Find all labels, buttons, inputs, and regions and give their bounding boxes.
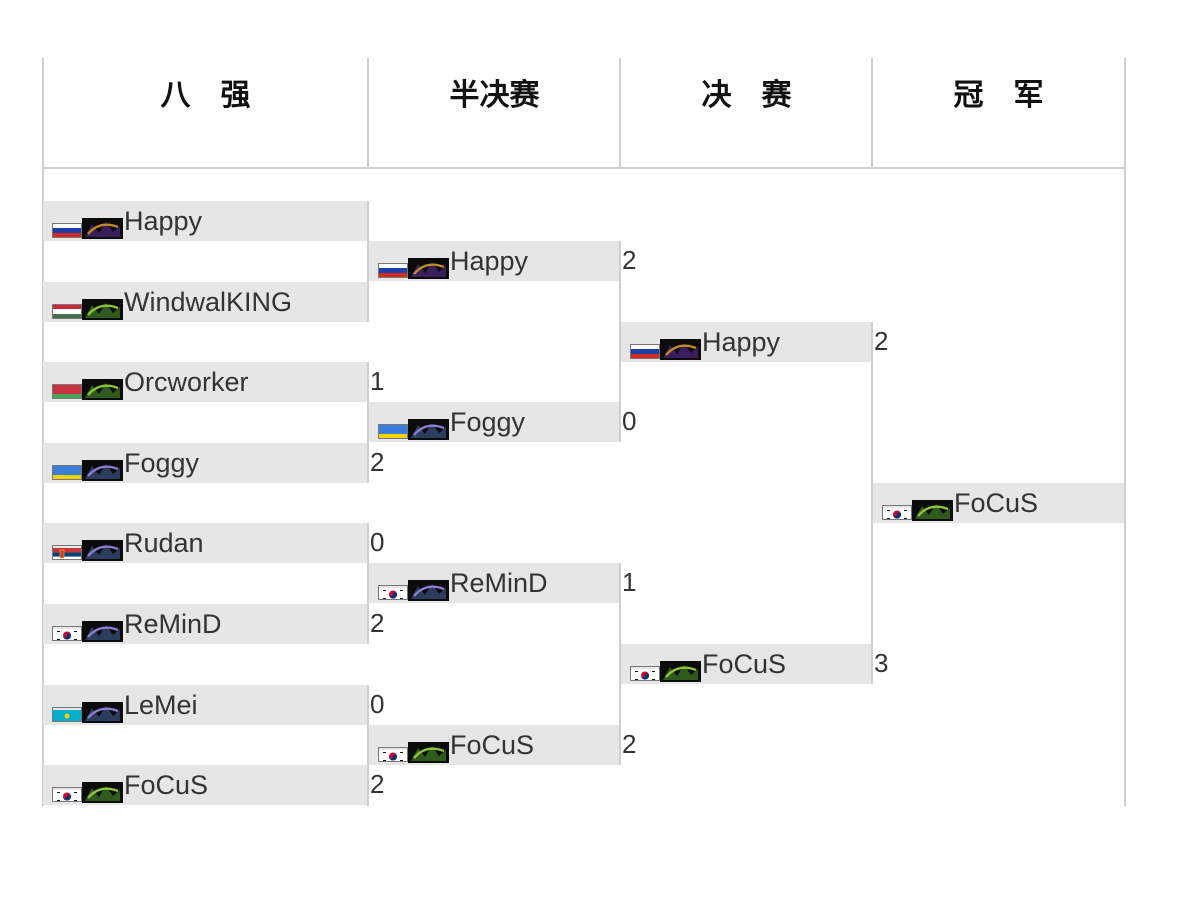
bracket-connector bbox=[367, 523, 369, 644]
orc-icon bbox=[660, 661, 701, 682]
player-name: FoCuS bbox=[954, 488, 1039, 518]
round-of-8-entry: Orcworker bbox=[43, 362, 368, 402]
undead-icon bbox=[660, 339, 701, 360]
match-score: 2 bbox=[622, 245, 637, 275]
champion-entry: FoCuS bbox=[873, 483, 1124, 523]
south-korea-flag bbox=[52, 626, 82, 641]
player-name: FoCuS bbox=[124, 770, 209, 800]
player-name: Happy bbox=[124, 206, 203, 236]
round-of-8-entry: ReMinD bbox=[43, 604, 368, 644]
undead-icon bbox=[82, 218, 123, 239]
russia-flag bbox=[630, 344, 660, 359]
kazakhstan-flag bbox=[52, 707, 82, 722]
south-korea-flag bbox=[52, 787, 82, 802]
match-score: 2 bbox=[370, 769, 385, 799]
south-korea-flag bbox=[630, 666, 660, 681]
header-final: 决 赛 bbox=[701, 78, 792, 113]
bracket-connector bbox=[619, 241, 621, 442]
bracket-connector bbox=[367, 201, 369, 322]
player-name: Foggy bbox=[124, 448, 200, 478]
night-elf-icon bbox=[408, 419, 449, 440]
bracket-connector bbox=[367, 685, 369, 806]
bracket-border-right bbox=[1124, 58, 1126, 806]
player-name: ReMinD bbox=[450, 568, 548, 598]
night-elf-icon bbox=[82, 540, 123, 561]
header-divider bbox=[619, 58, 621, 168]
header-bottom-rule bbox=[42, 167, 1126, 169]
belarus-flag bbox=[52, 384, 82, 399]
hungary-flag bbox=[52, 304, 82, 319]
match-score: 2 bbox=[370, 608, 385, 638]
orc-icon bbox=[82, 782, 123, 803]
player-name: WindwalKING bbox=[124, 287, 293, 317]
match-score: 0 bbox=[370, 527, 385, 557]
final-entry: Happy bbox=[621, 322, 872, 362]
player-name: FoCuS bbox=[702, 649, 787, 679]
bracket-border-left bbox=[42, 58, 44, 806]
night-elf-icon bbox=[82, 702, 123, 723]
russia-flag bbox=[378, 263, 408, 278]
south-korea-flag bbox=[378, 747, 408, 762]
header-champion: 冠 军 bbox=[953, 78, 1044, 113]
player-name: Rudan bbox=[124, 528, 204, 558]
match-score: 2 bbox=[370, 447, 385, 477]
player-name: Happy bbox=[702, 327, 781, 357]
match-score: 0 bbox=[370, 689, 385, 719]
round-of-8-entry: Happy bbox=[43, 201, 368, 241]
south-korea-flag bbox=[378, 585, 408, 600]
player-name: Orcworker bbox=[124, 367, 249, 397]
orc-icon bbox=[82, 299, 123, 320]
match-score: 1 bbox=[622, 567, 637, 597]
player-name: LeMei bbox=[124, 690, 198, 720]
semifinal-entry: Foggy bbox=[369, 402, 620, 442]
round-of-8-entry: WindwalKING bbox=[43, 282, 368, 322]
header-round-of-8: 八 强 bbox=[160, 78, 251, 113]
match-score: 1 bbox=[370, 366, 385, 396]
round-of-8-entry: Foggy bbox=[43, 443, 368, 483]
round-of-8-entry: FoCuS bbox=[43, 765, 368, 805]
match-score: 2 bbox=[622, 729, 637, 759]
serbia-flag bbox=[52, 545, 82, 560]
final-entry: FoCuS bbox=[621, 644, 872, 684]
bracket-connector bbox=[367, 362, 369, 483]
russia-flag bbox=[52, 223, 82, 238]
bracket-connector bbox=[871, 322, 873, 684]
orc-icon bbox=[912, 500, 953, 521]
semifinal-entry: Happy bbox=[369, 241, 620, 281]
ukraine-flag bbox=[52, 465, 82, 480]
player-name: Happy bbox=[450, 246, 529, 276]
bracket-connector bbox=[619, 563, 621, 765]
undead-icon bbox=[408, 258, 449, 279]
semifinal-entry: ReMinD bbox=[369, 563, 620, 603]
header-divider bbox=[367, 58, 369, 168]
match-score: 3 bbox=[874, 648, 889, 678]
player-name: Foggy bbox=[450, 407, 526, 437]
player-name: FoCuS bbox=[450, 730, 535, 760]
match-score: 2 bbox=[874, 326, 889, 356]
semifinal-entry: FoCuS bbox=[369, 725, 620, 765]
orc-icon bbox=[408, 742, 449, 763]
match-score: 0 bbox=[622, 406, 637, 436]
round-of-8-entry: LeMei bbox=[43, 685, 368, 725]
night-elf-icon bbox=[82, 460, 123, 481]
round-of-8-entry: Rudan bbox=[43, 523, 368, 563]
header-divider bbox=[871, 58, 873, 168]
south-korea-flag bbox=[882, 505, 912, 520]
header-semifinal: 半决赛 bbox=[449, 78, 540, 113]
ukraine-flag bbox=[378, 424, 408, 439]
night-elf-icon bbox=[408, 580, 449, 601]
player-name: ReMinD bbox=[124, 609, 222, 639]
night-elf-icon bbox=[82, 621, 123, 642]
orc-icon bbox=[82, 379, 123, 400]
